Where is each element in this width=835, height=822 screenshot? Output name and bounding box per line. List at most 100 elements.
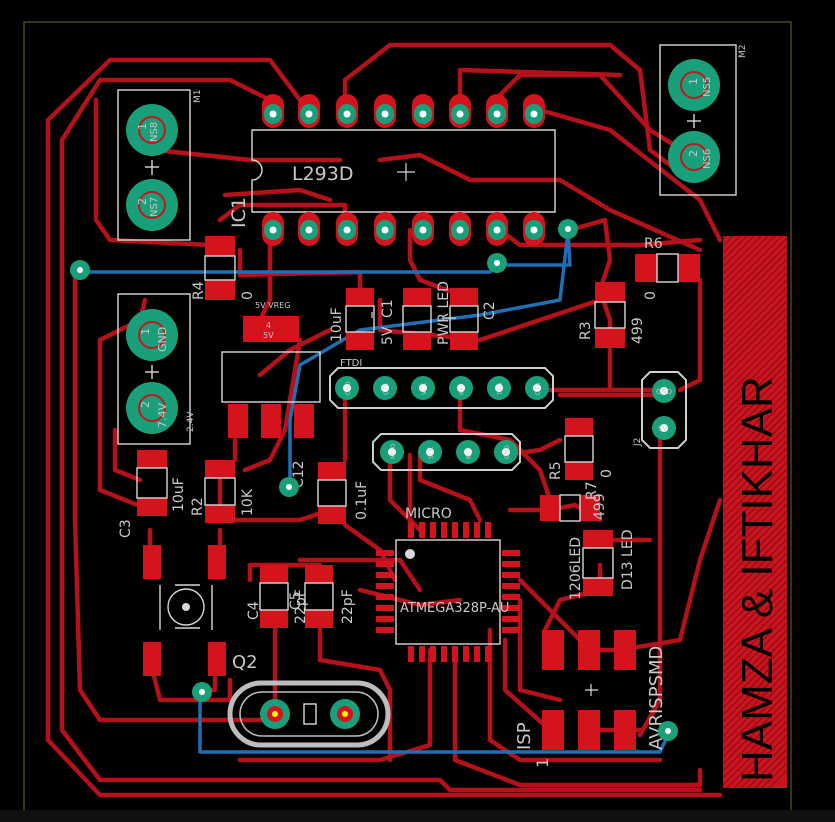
r5-ref: R5 (548, 461, 564, 480)
mcu-pad (502, 572, 520, 578)
mcu-pad (502, 550, 520, 556)
mcu-pad (376, 627, 394, 633)
voltage-regulator: 5V VREG 4 5V (221, 301, 321, 438)
m2-pin2-label: NS6 (702, 149, 713, 169)
power-value: 2.4V (186, 411, 196, 432)
mcu-pad (474, 646, 480, 662)
power-pin1-label: GND (156, 327, 169, 352)
j2-ref: J2 (633, 438, 643, 447)
isp-small-pin-label: SCK (428, 446, 435, 459)
m1-pin2-num: 2 (136, 198, 149, 205)
avrisp-smd: AVRISPSMD ISP 1 (514, 630, 667, 768)
ftdi-pin-label: RXI (459, 385, 466, 395)
r4-ref: R4 (191, 281, 207, 300)
m1-pin2-label: NS7 (149, 197, 160, 217)
ftdi-pin-label: VCC (421, 383, 428, 395)
m2-pin1-label: NS5 (702, 77, 713, 97)
mcu-pad (485, 522, 491, 538)
r7-value: 499 (592, 493, 608, 520)
mcu-pad (502, 627, 520, 633)
mcu-part: ATMEGA328P-AU (400, 601, 509, 616)
m2-connector: NS5 NS6 1 2 M2 (659, 44, 748, 196)
smd-components: R4 0 10uF C1 5V PWR LED C2 R3 499 R6 0 R… (118, 236, 700, 628)
mcu-pad (376, 561, 394, 567)
origin-markers (371, 163, 598, 696)
vreg-title: 5V VREG (255, 301, 290, 310)
mcu-pad (430, 646, 436, 662)
mcu-pad (502, 594, 520, 600)
isp-small-pin-label: RST (466, 447, 473, 459)
mcu-pad (485, 646, 491, 662)
crystal-ref: Q2 (232, 652, 258, 673)
via (279, 477, 299, 497)
ftdi-pin-label: CTS (383, 383, 390, 395)
r2-value: 10K (240, 488, 256, 516)
ftdi-pin-label: GND (345, 381, 352, 395)
m2-ref: M2 (738, 45, 748, 59)
mcu-pad (452, 522, 458, 538)
mcu-pad (419, 522, 425, 538)
c1-5v: 5V (380, 326, 396, 345)
power-pin2-label: 7.4V (156, 403, 169, 428)
crystal-q2: Q2 (227, 652, 391, 748)
mcu-pad (376, 583, 394, 589)
via (558, 219, 578, 239)
j2-gnd: GND (656, 388, 672, 396)
c4-ref: C4 (246, 601, 262, 620)
via (70, 260, 90, 280)
r5-value: 0 (599, 469, 615, 478)
ftdi-pin: DTR (525, 376, 549, 400)
pwr-led-label: PWR LED (436, 281, 452, 345)
ftdi-pin: VCC (411, 376, 435, 400)
mcu-pad (463, 522, 469, 538)
mcu-pad (419, 646, 425, 662)
c1-value: 10uF (329, 307, 345, 342)
mcu-pad (463, 646, 469, 662)
r3-value: 499 (630, 317, 646, 344)
mcu-pad (376, 616, 394, 622)
m1-pin1-num: 1 (136, 123, 149, 130)
via (487, 253, 507, 273)
c2-ref: C2 (482, 301, 498, 320)
j2-5v: 5V (658, 425, 667, 433)
mcu-pad (502, 605, 520, 611)
ftdi-pin: CTS (373, 376, 397, 400)
ftdi-pin: GND (335, 376, 359, 400)
isp-small-pin: GND (494, 440, 518, 464)
c12-value: 0.1uF (354, 481, 370, 520)
top-traces (45, 42, 723, 798)
isp-label: ISP (514, 722, 535, 750)
r7-ref: R7 (584, 481, 600, 500)
c3-value: 10uF (171, 477, 187, 512)
led1206-label: 1206LED (568, 537, 584, 600)
mcu-pad (408, 522, 414, 538)
mcu-pad (376, 550, 394, 556)
mcu-pad (376, 605, 394, 611)
vreg-5v: 5V (263, 331, 274, 340)
power-pin1-num: 1 (139, 328, 152, 335)
ftdi-pin: TXO (487, 376, 511, 400)
r6-ref: R6 (644, 236, 663, 252)
c3-ref: C3 (118, 519, 134, 538)
m2-pin2-num: 2 (687, 150, 700, 157)
mcu-pad (441, 646, 447, 662)
mcu-label: MICRO (405, 506, 452, 522)
mcu-pad (408, 646, 414, 662)
c1-ref: C1 (380, 299, 396, 318)
workspace-edge (0, 810, 835, 822)
branding-block: HAMZA & IFTIKHAR (723, 236, 787, 788)
j2-header: GND 5V J2 (633, 371, 687, 449)
mcu-pad (441, 522, 447, 538)
mcu-pad (474, 522, 480, 538)
ftdi-label: FTDI (340, 358, 362, 369)
ic1-value: L293D (292, 163, 353, 185)
power-connector: GND 7.4V 1 2 2.4V (117, 293, 196, 445)
via (658, 721, 678, 741)
mcu-pad (502, 583, 520, 589)
r6-value: 0 (643, 291, 659, 300)
via (192, 682, 212, 702)
ic1-ref: IC1 (228, 197, 250, 228)
m1-ref: M1 (193, 90, 203, 104)
